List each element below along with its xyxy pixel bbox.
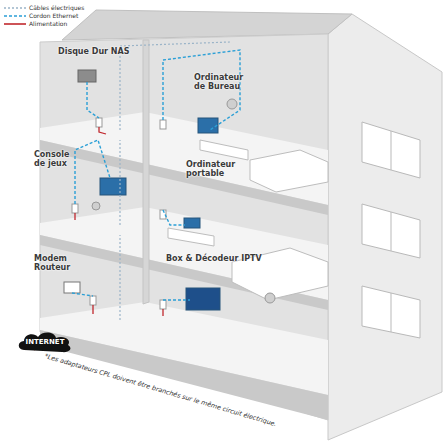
window (362, 204, 420, 258)
ethernet-cable (87, 82, 99, 118)
device (100, 178, 126, 195)
window (362, 286, 420, 338)
device (184, 218, 200, 228)
device (64, 282, 80, 293)
legend-entry: Cordon Ethernet (4, 12, 78, 19)
ethernet-cable (75, 140, 110, 204)
device-label: Modem Routeur (34, 254, 98, 272)
person (227, 99, 237, 109)
powerline-adapter (160, 300, 166, 309)
powerline-adapter (72, 204, 78, 213)
legend-entry: Alimentation (4, 20, 67, 27)
cloud-shape (19, 333, 71, 353)
legend-sample (4, 21, 26, 27)
device-label: Ordinateur portable (186, 160, 250, 178)
person (265, 293, 275, 303)
powerline-adapter (90, 296, 96, 305)
power-cord (74, 213, 75, 220)
floor-slab (40, 235, 328, 310)
device-label: Box & Décodeur IPTV (166, 254, 262, 263)
device-label: Ordinateur de Bureau (194, 73, 256, 91)
power-cord (162, 309, 163, 316)
legend-sample (4, 23, 26, 25)
node-text-box: INTERNET (16, 330, 74, 354)
floor-slab (40, 112, 328, 420)
device (198, 118, 218, 133)
legend-text: Câbles électriques (29, 4, 84, 11)
power-cord (34, 127, 163, 350)
window (391, 131, 392, 170)
internet-cloud: INTERNET (16, 330, 74, 354)
device (64, 70, 220, 310)
power-cord (92, 305, 93, 314)
furniture (168, 140, 328, 300)
furniture (168, 228, 214, 246)
powerline-adapter (160, 120, 166, 129)
legend-text: Alimentation (29, 20, 67, 27)
furniture (200, 140, 248, 160)
window (362, 122, 420, 338)
device (78, 70, 96, 82)
partition-wall (143, 40, 149, 304)
floor-slab (40, 330, 328, 420)
legend-sample (4, 13, 26, 19)
window (391, 293, 392, 332)
legend-sample (4, 5, 26, 11)
window (391, 212, 392, 251)
ethernet-cable (163, 299, 190, 300)
powerline-adapter (72, 118, 166, 309)
electric-cable (119, 140, 120, 225)
house-shell (328, 14, 442, 440)
powerline-adapter (96, 118, 102, 127)
ethernet-cable (163, 210, 185, 225)
legend-sample (4, 7, 26, 9)
device-label: Disque Dur NAS (58, 47, 142, 56)
house-shell (40, 10, 442, 440)
window (362, 122, 420, 178)
electric-cable (119, 235, 120, 320)
legend-sample (4, 15, 26, 17)
floor-slab (40, 140, 328, 215)
power-cord (99, 127, 106, 134)
legend-entry: Câbles électriques (4, 4, 84, 11)
partition-wall (143, 40, 149, 304)
furniture (250, 150, 328, 192)
ethernet-cable (72, 293, 93, 296)
device-label: Console de jeux (34, 150, 78, 168)
node-text: INTERNET (26, 338, 65, 346)
legend-text: Cordon Ethernet (29, 12, 78, 19)
person (92, 99, 275, 303)
person (92, 202, 100, 210)
device (186, 288, 220, 310)
